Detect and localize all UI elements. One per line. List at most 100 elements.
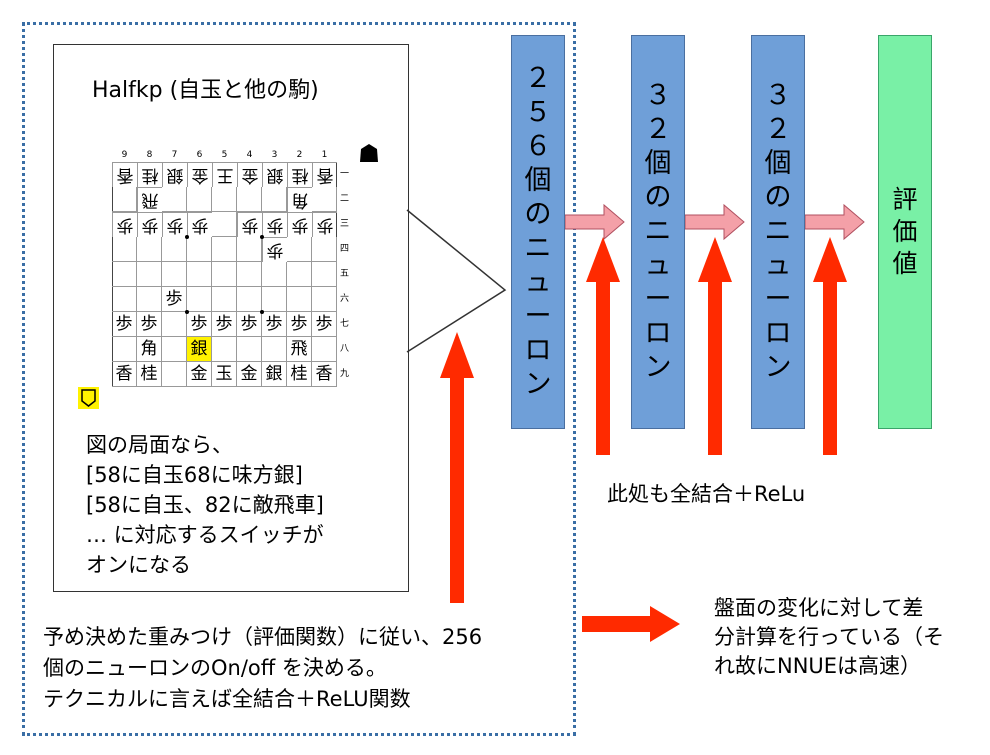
description-line: [58に自玉68に味方銀] — [86, 463, 303, 487]
board-piece: 歩 — [162, 287, 187, 312]
layer-eval: 評価値 — [878, 35, 932, 429]
layer-label: ３２個のニューロン — [644, 80, 672, 383]
layer-label: 評価値 — [892, 185, 918, 278]
layer-32-b: ３２個のニューロン — [751, 35, 805, 429]
red-arrow-main — [440, 332, 474, 603]
board-square — [162, 187, 187, 212]
board-piece: 香 — [312, 362, 337, 387]
board-square — [212, 337, 237, 362]
board-square — [162, 262, 187, 287]
board-square — [112, 237, 137, 262]
board-piece: 香 — [112, 362, 137, 387]
file-label: 6 — [196, 150, 203, 160]
board-piece: 歩 — [187, 312, 212, 337]
board-piece: 歩 — [137, 312, 162, 337]
board-square — [262, 262, 287, 287]
board-square — [287, 287, 312, 312]
rank-label: 九 — [340, 369, 350, 379]
file-label: 4 — [246, 150, 253, 160]
board-piece: 銀 — [262, 362, 287, 387]
layer-32-a: ３２個のニューロン — [631, 35, 685, 429]
board-square — [312, 337, 337, 362]
board-square — [287, 262, 312, 287]
board-piece: 角 — [137, 337, 162, 362]
board-square — [112, 337, 137, 362]
board-square — [237, 187, 262, 212]
board-square — [137, 237, 162, 262]
bottom-line: 個のニューロンのOn/off を決める。 — [43, 656, 387, 680]
layer-arrow-3 — [804, 203, 865, 241]
board-square — [162, 362, 187, 387]
board-square — [112, 262, 137, 287]
layer-256: ２５６個のニューロン — [511, 35, 565, 429]
bottom-line: 予め決めた重みつけ（評価関数）に従い、256 — [43, 625, 483, 649]
description-line: … に対応するスイッチが — [86, 523, 324, 547]
panel-title: Halfkp (自玉と他の駒) — [92, 78, 319, 103]
board-square — [262, 187, 287, 212]
board-piece: 桂 — [287, 362, 312, 387]
board-square — [312, 262, 337, 287]
rank-label: 七 — [340, 319, 350, 329]
description-line: オンになる — [86, 553, 191, 577]
board-square — [287, 237, 312, 262]
board-piece: 桂 — [137, 362, 162, 387]
board-square — [237, 262, 262, 287]
board-square — [212, 187, 237, 212]
description-line: [58に自玉、82に敵飛車] — [86, 493, 324, 517]
board-star-point — [260, 310, 264, 314]
file-label: 7 — [171, 150, 178, 160]
dotted-frame — [22, 22, 576, 736]
red-arrow-relu-2 — [698, 237, 732, 455]
board-piece: 玉 — [212, 362, 237, 387]
board-piece: 銀 — [187, 337, 212, 362]
board-piece: 歩 — [112, 312, 137, 337]
board-star-point — [260, 235, 264, 239]
board-square — [137, 262, 162, 287]
board-square — [187, 287, 212, 312]
board-piece: 飛 — [287, 337, 312, 362]
layer-arrow-2 — [684, 203, 745, 241]
board-square — [212, 287, 237, 312]
board-piece: 金 — [237, 362, 262, 387]
board-star-point — [185, 235, 189, 239]
board-piece: 歩 — [212, 312, 237, 337]
red-arrow-relu-1 — [586, 237, 620, 455]
rank-labels: 一二三四五六七八九 — [340, 162, 352, 387]
right-note: 盤面の変化に対して差 分計算を行っている（そ れ故にNNUEは高速） — [714, 594, 944, 681]
rank-label: 三 — [340, 219, 350, 229]
description-line: 図の局面なら、 — [86, 433, 233, 457]
rank-label: 四 — [340, 244, 350, 254]
shogi-board: 香桂銀金王金銀桂香飛角歩歩歩歩歩歩歩歩歩歩歩歩歩歩歩歩歩歩角銀飛香桂金玉金銀桂香 — [112, 162, 337, 387]
red-arrow-right — [582, 606, 680, 642]
board-piece: 金 — [187, 362, 212, 387]
rank-label: 二 — [340, 194, 350, 204]
funnel-triangle — [406, 209, 507, 353]
sente-hand-marker — [78, 387, 99, 409]
layer-label: ２５６個のニューロン — [524, 63, 552, 400]
relu-note: 此処も全結合＋ReLu — [607, 482, 806, 506]
board-square — [137, 287, 162, 312]
layer-label: ３２個のニューロン — [764, 80, 792, 383]
bottom-note: 予め決めた重みつけ（評価関数）に従い、256 個のニューロンのOn/off を決… — [43, 622, 482, 715]
board-square — [237, 337, 262, 362]
board-square — [212, 212, 237, 237]
board-square — [162, 312, 187, 337]
board-square — [312, 287, 337, 312]
file-label: 3 — [271, 150, 278, 160]
layer-arrow-1 — [564, 203, 625, 241]
board-square — [312, 187, 337, 212]
bottom-line: テクニカルに言えば全結合＋ReLU関数 — [43, 687, 411, 711]
rank-label: 一 — [340, 169, 350, 179]
rank-label: 五 — [340, 269, 350, 279]
file-label: 5 — [221, 150, 228, 160]
board-piece: 歩 — [237, 312, 262, 337]
board-square — [187, 187, 212, 212]
board-square — [237, 287, 262, 312]
sente-piece-icon — [81, 389, 96, 407]
board-square — [187, 237, 212, 262]
file-label: 2 — [296, 150, 303, 160]
file-label: 8 — [146, 150, 153, 160]
gote-piece-icon — [360, 144, 378, 162]
